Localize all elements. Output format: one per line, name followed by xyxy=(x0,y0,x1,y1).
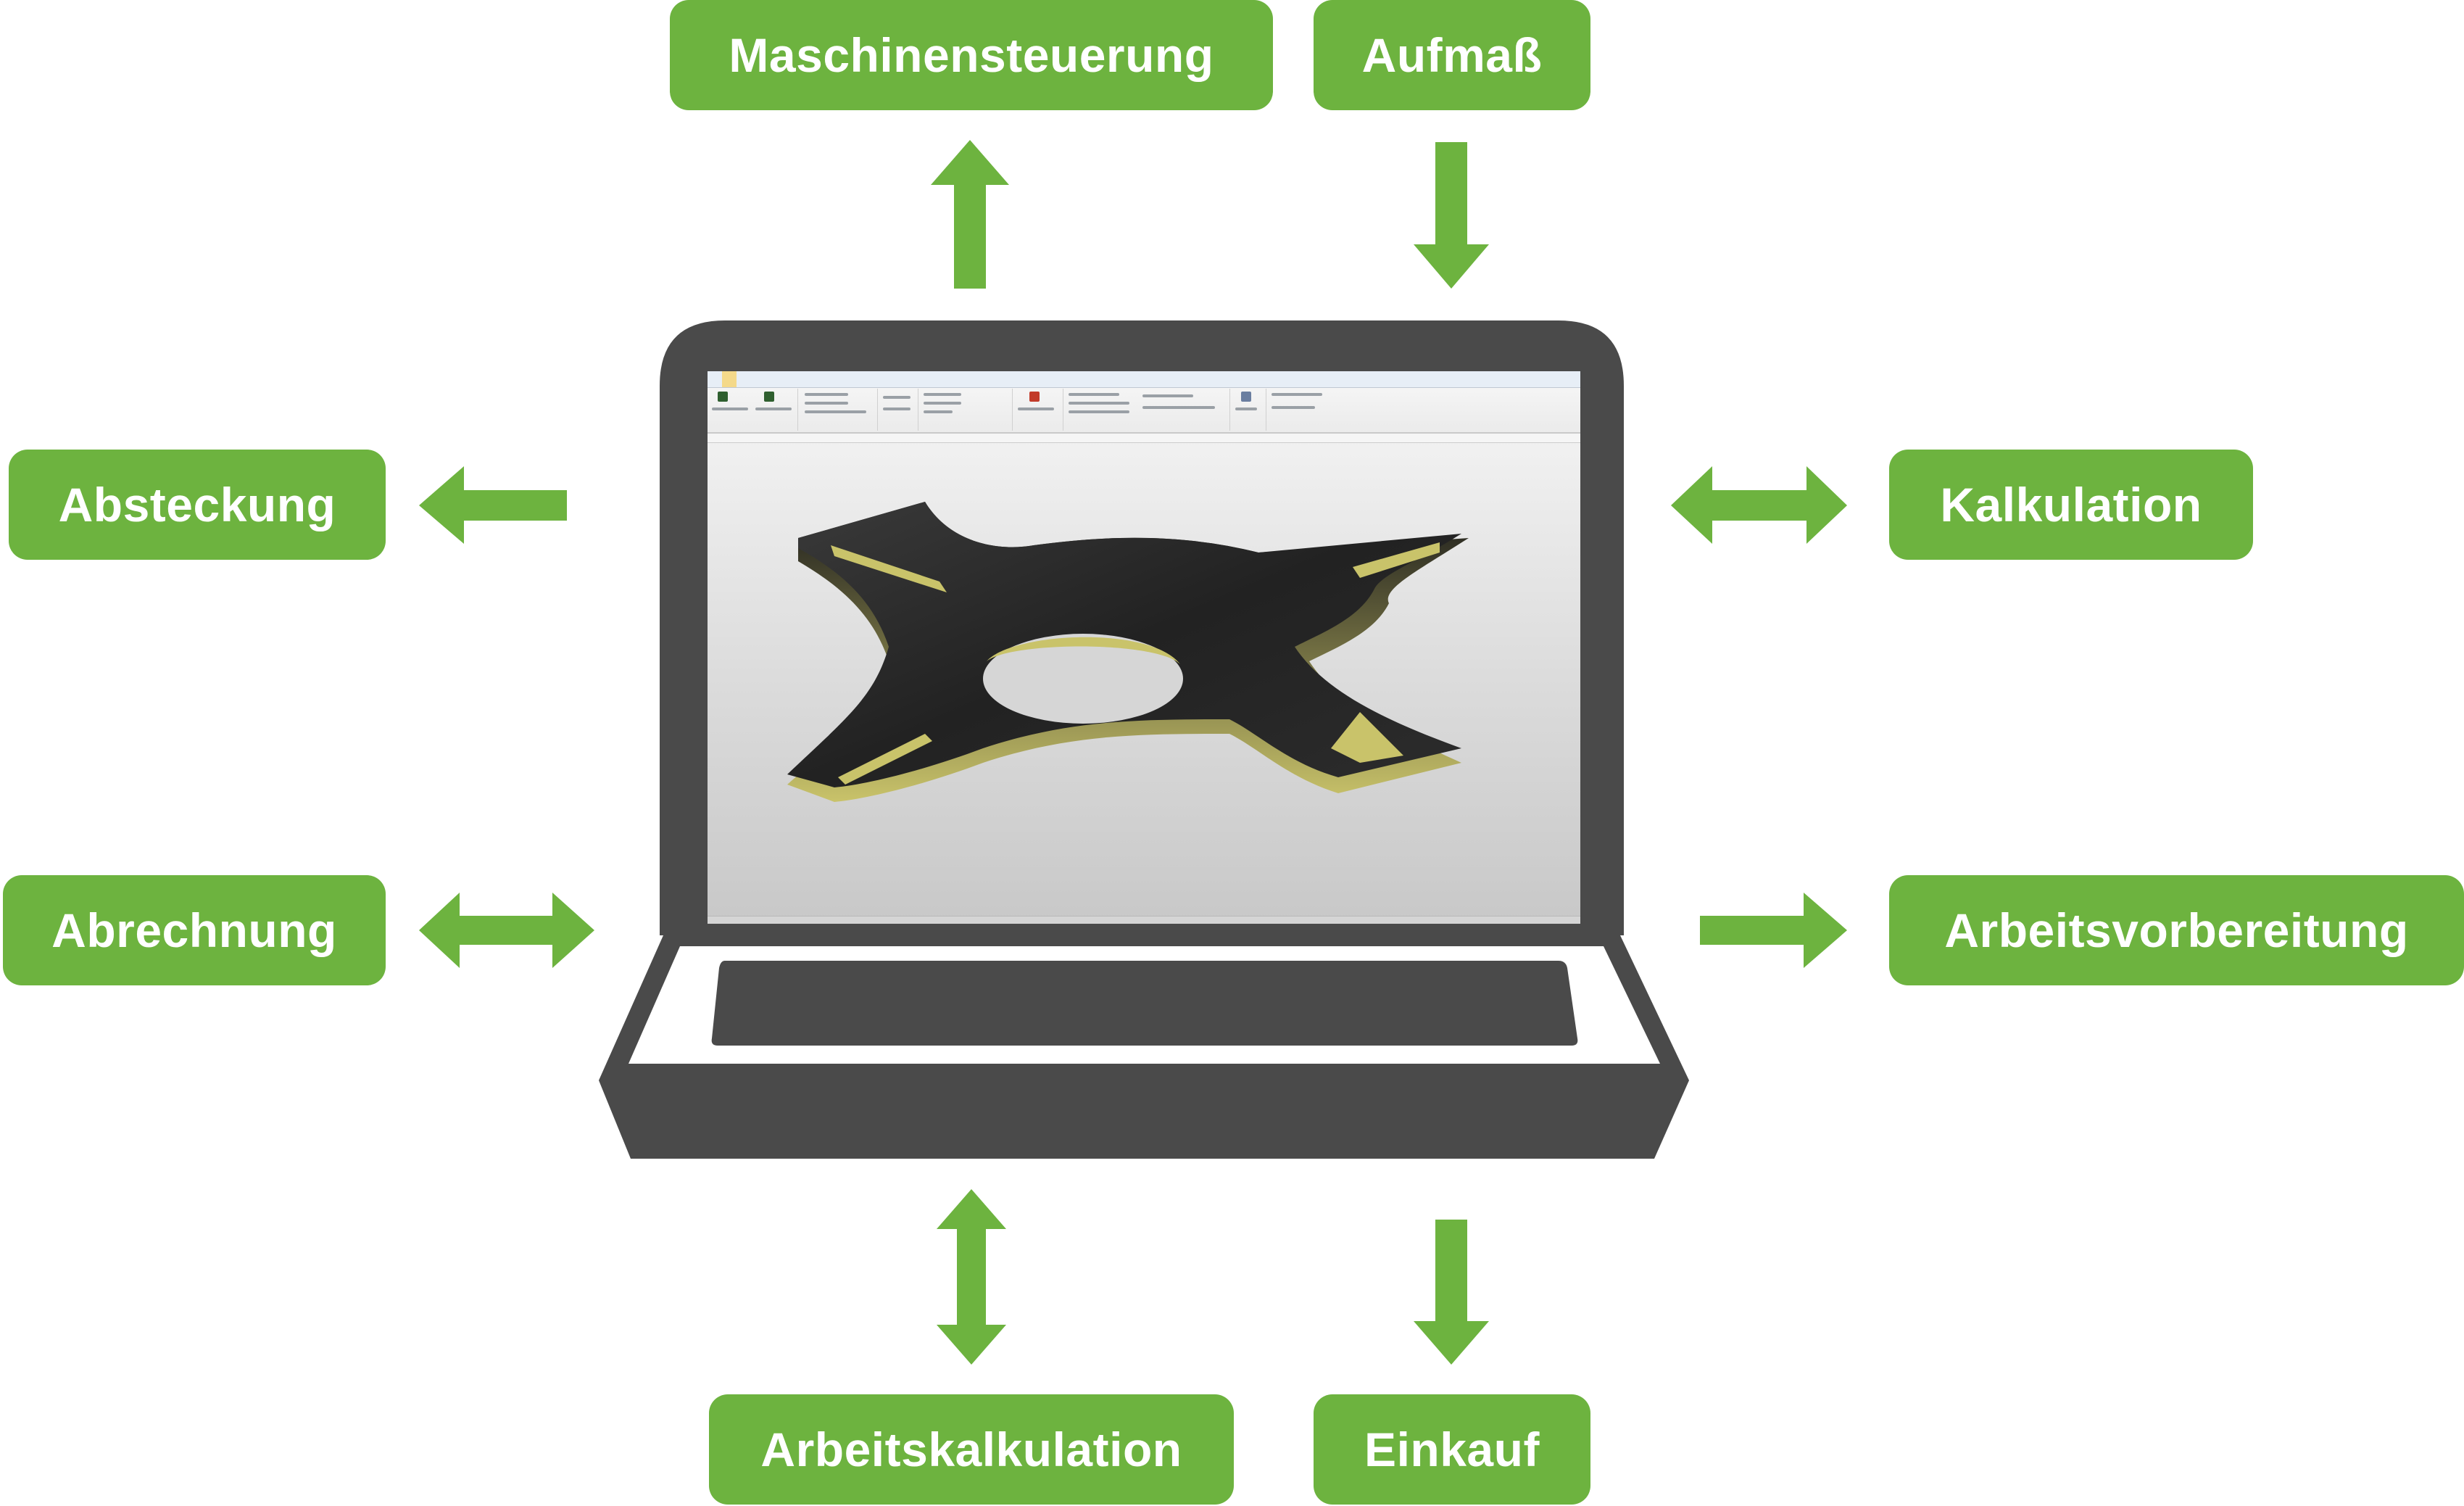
ribbon-text xyxy=(1142,394,1193,397)
node-einkauf: Einkauf xyxy=(1314,1394,1590,1505)
ribbon-group xyxy=(918,389,1013,431)
ribbon-text xyxy=(1069,410,1129,413)
ribbon-group xyxy=(1063,389,1230,431)
node-kalkulation: Kalkulation xyxy=(1889,450,2253,560)
part-slot xyxy=(1331,712,1403,763)
arrow-both-abrechnung xyxy=(419,893,594,968)
node-label: Aufmaß xyxy=(1361,28,1543,82)
ribbon-text xyxy=(883,407,910,410)
ribbon-text xyxy=(883,396,910,399)
arrow-down-aufmass xyxy=(1414,142,1489,289)
ribbon-group xyxy=(1012,389,1063,431)
ribbon-text xyxy=(924,410,953,413)
ribbon-group xyxy=(708,389,798,431)
arrow-up-maschinensteuerung xyxy=(931,140,1009,289)
ribbon-text xyxy=(805,393,848,396)
node-arbeitskalkulation: Arbeitskalkulation xyxy=(709,1394,1234,1505)
ribbon-text xyxy=(1272,406,1315,409)
laptop-screen xyxy=(708,371,1580,924)
node-label: Maschinensteuerung xyxy=(729,28,1214,82)
arrow-down-einkauf xyxy=(1414,1220,1489,1365)
ribbon-text xyxy=(805,410,866,413)
ribbon-text xyxy=(1142,406,1215,409)
part-slot xyxy=(1353,542,1440,578)
status-bar xyxy=(708,916,1580,924)
arrow-both-kalkulation xyxy=(1671,466,1847,544)
laptop-keyboard xyxy=(711,961,1578,1046)
node-maschinensteuerung: Maschinensteuerung xyxy=(670,0,1273,110)
ribbon-text xyxy=(924,402,961,405)
ribbon-tabs xyxy=(708,371,1580,388)
node-label: Arbeitskalkulation xyxy=(760,1423,1182,1476)
node-label: Abrechnung xyxy=(51,903,337,957)
ribbon-text xyxy=(1235,407,1257,410)
ribbon-text xyxy=(1069,402,1129,405)
ribbon-text xyxy=(1018,407,1054,410)
node-abrechnung: Abrechnung xyxy=(3,875,386,985)
ribbon-icon xyxy=(718,392,728,402)
software-ribbon xyxy=(708,371,1580,434)
node-label: Einkauf xyxy=(1364,1423,1540,1476)
ribbon-group xyxy=(877,389,918,431)
ribbon-body xyxy=(708,389,1580,431)
part-slot xyxy=(838,734,932,785)
part-hole-wall xyxy=(987,637,1180,664)
arrow-left-absteckung xyxy=(419,466,567,544)
part-slot xyxy=(831,545,947,592)
arrow-right-arbeitsvorbereitung xyxy=(1700,893,1847,968)
ribbon-icon xyxy=(1241,392,1251,402)
ribbon-icon xyxy=(1029,392,1040,402)
ribbon-text xyxy=(1069,393,1119,396)
ribbon-group xyxy=(797,389,878,431)
ribbon-text xyxy=(805,402,848,405)
cad-part-3d xyxy=(787,502,1469,802)
ribbon-text xyxy=(712,407,748,410)
ribbon-group xyxy=(1229,389,1266,431)
node-label: Kalkulation xyxy=(1940,478,2202,531)
node-absteckung: Absteckung xyxy=(9,450,386,560)
ribbon-text xyxy=(924,393,961,396)
ribbon-tab-active xyxy=(722,371,737,387)
node-arbeitsvorbereitung: Arbeitsvorbereitung xyxy=(1889,875,2464,985)
formula-bar xyxy=(708,434,1580,443)
ribbon-icon xyxy=(764,392,774,402)
ribbon-text xyxy=(755,407,792,410)
node-label: Arbeitsvorbereitung xyxy=(1944,903,2409,957)
node-aufmass: Aufmaß xyxy=(1314,0,1590,110)
ribbon-group xyxy=(1266,389,1353,431)
part-center-hole xyxy=(983,634,1183,724)
arrow-both-arbeitskalkulation xyxy=(937,1189,1006,1365)
node-label: Absteckung xyxy=(58,478,336,531)
ribbon-text xyxy=(1272,393,1322,396)
